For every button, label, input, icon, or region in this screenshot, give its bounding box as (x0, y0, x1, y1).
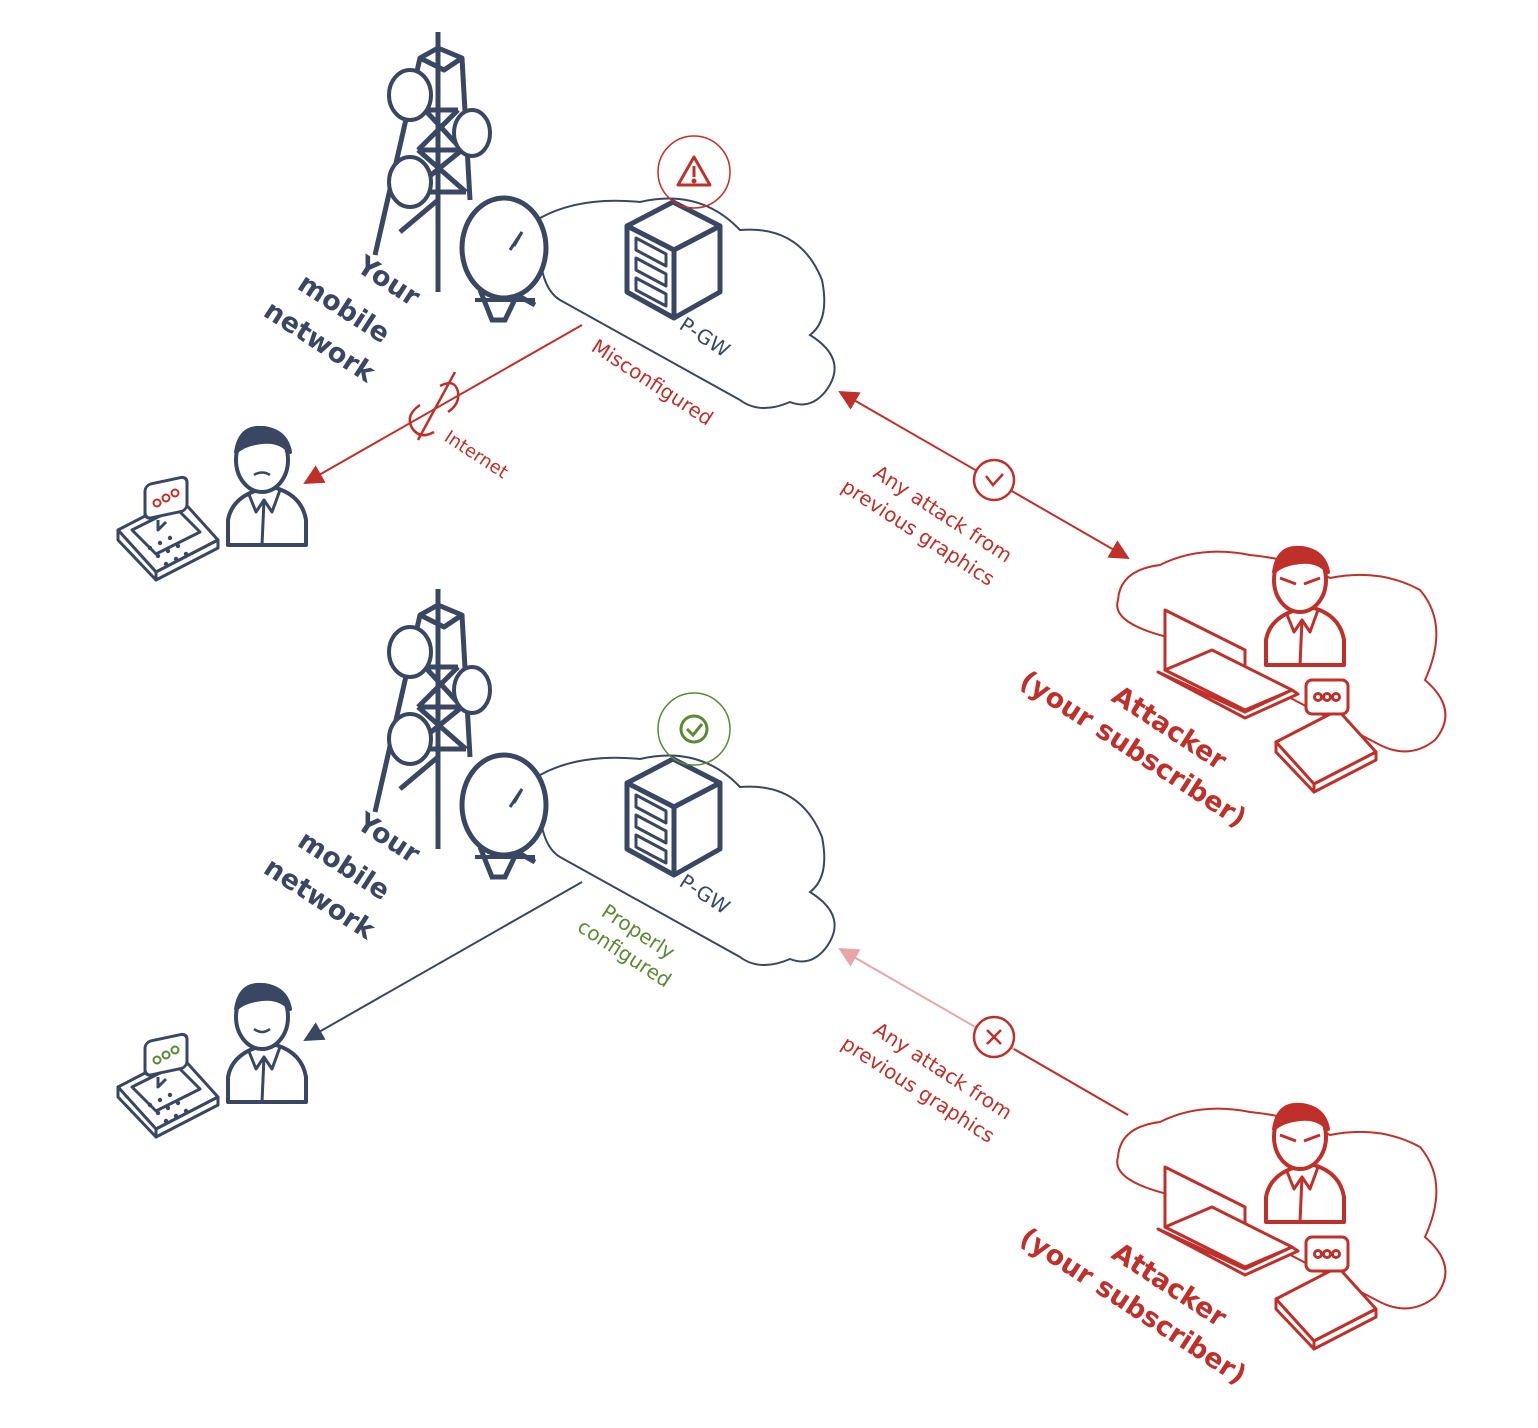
status-label: Misconfigured (587, 334, 717, 430)
warning-badge (657, 135, 731, 209)
attacker-phone-icon (1274, 1235, 1378, 1351)
pgw-label: P-GW (675, 312, 734, 362)
internet-link-arrow (303, 881, 583, 1041)
network-cloud (538, 754, 836, 966)
check-circle-icon (679, 714, 709, 744)
attacker-person-icon (1264, 545, 1346, 667)
happy-mouth (253, 1027, 271, 1034)
green-chat-dots (152, 1045, 180, 1065)
subscriber-person-icon (226, 425, 308, 547)
red-chat-dots (152, 488, 180, 508)
broken-link-icon (408, 371, 460, 441)
sad-mouth (253, 471, 271, 477)
internet-link-arrow (303, 324, 583, 484)
cross-icon (986, 1029, 1002, 1045)
pgw-label: P-GW (675, 869, 734, 919)
check-icon (985, 473, 1004, 487)
scenario-misconfigured: Your mobile network P-GW Misconfigured I… (116, 32, 1447, 834)
warning-triangle-icon (676, 155, 712, 187)
attacker-cloud (1116, 550, 1447, 753)
network-cloud (538, 197, 836, 409)
subscriber-person-icon (226, 982, 308, 1104)
internet-label: Internet (440, 427, 511, 484)
pgw-server-icon (627, 202, 720, 318)
subscriber-phone-icon (116, 1031, 220, 1139)
ok-badge (657, 692, 731, 766)
pgw-server-icon (627, 759, 720, 875)
attacker-cloud (1116, 1107, 1447, 1310)
attacker-phone-icon (1274, 678, 1378, 794)
attacker-laptop-icon (1156, 1165, 1300, 1277)
attacker-laptop-icon (1156, 608, 1300, 720)
subscriber-phone-icon (116, 474, 220, 582)
attacker-person-icon (1264, 1102, 1346, 1224)
attack-check-badge (972, 458, 1016, 502)
